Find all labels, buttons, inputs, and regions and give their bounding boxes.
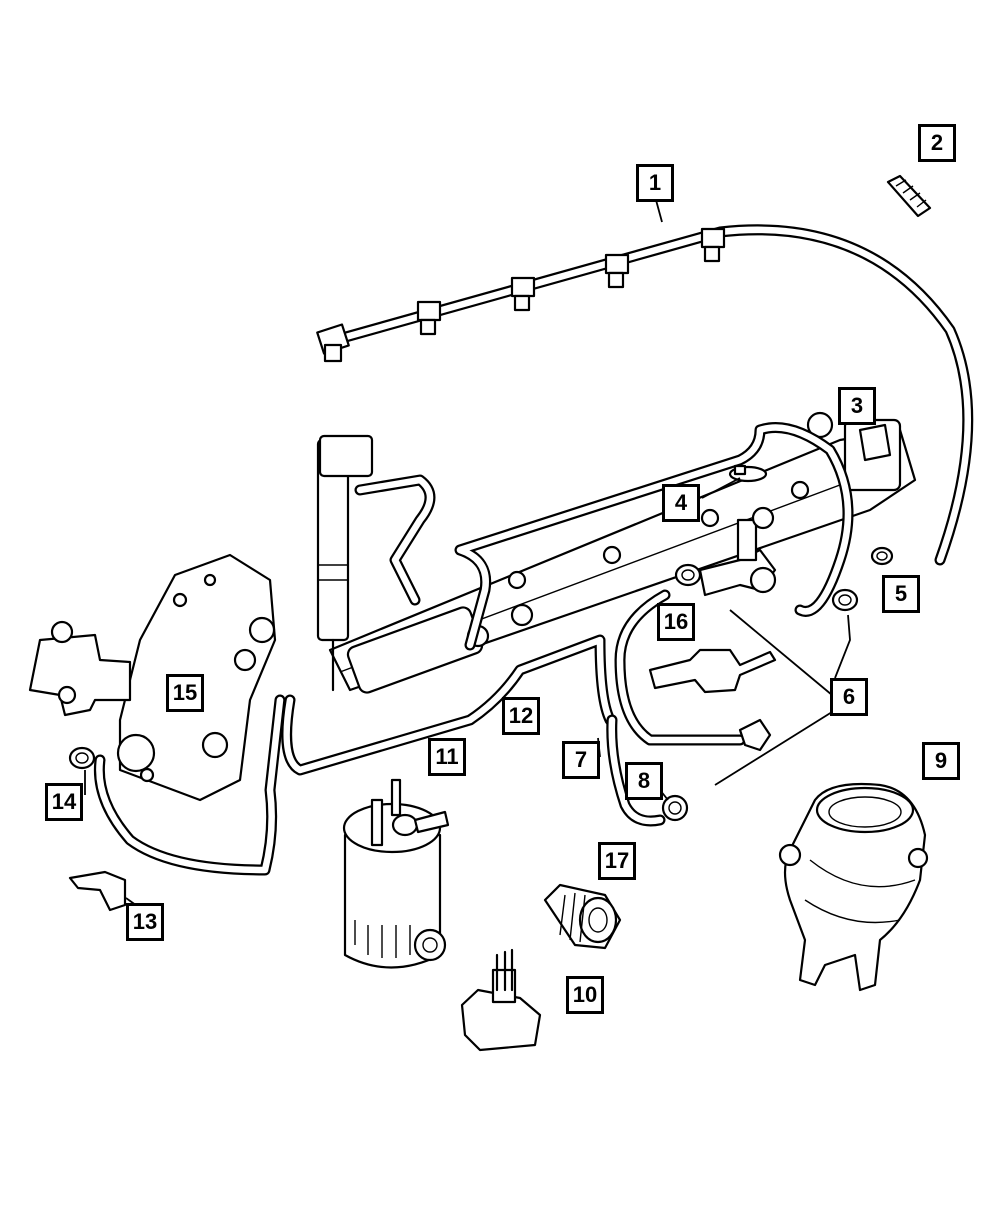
bracket-part-9 [778, 782, 929, 992]
callout-1: 1 [636, 164, 674, 202]
high-pressure-lines [281, 422, 854, 776]
callout-8: 8 [625, 762, 663, 800]
plug-part-2 [886, 174, 932, 218]
callout-2: 2 [918, 124, 956, 162]
callout-10: 10 [566, 976, 604, 1014]
connector-part-17 [543, 883, 622, 950]
callout-16: 16 [657, 603, 695, 641]
hose-part-7 [606, 714, 666, 827]
clamp-part-16 [674, 563, 702, 587]
callout-7: 7 [562, 741, 600, 779]
callout-3: 3 [838, 387, 876, 425]
clamp-part-8 [661, 794, 689, 822]
callout-12: 12 [502, 697, 540, 735]
clip-part-13 [68, 870, 127, 912]
sensor-part-10 [460, 948, 542, 1052]
fuel-filter-part-11 [342, 778, 450, 969]
fitting-part-3 [858, 423, 892, 462]
callout-11: 11 [428, 738, 466, 776]
clamp-right [831, 588, 859, 612]
callout-4: 4 [662, 484, 700, 522]
callout-17: 17 [598, 842, 636, 880]
callout-13: 13 [126, 903, 164, 941]
hose-part-6 [614, 506, 777, 752]
clamp-part-4 [728, 464, 768, 483]
seal-ring-part-5 [870, 546, 894, 566]
callout-6: 6 [830, 678, 868, 716]
callout-9: 9 [922, 742, 960, 780]
callout-15: 15 [166, 674, 204, 712]
callout-14: 14 [45, 783, 83, 821]
leak-off-line-part-1 [316, 224, 974, 566]
high-pressure-pump-part-15 [28, 553, 277, 802]
callout-5: 5 [882, 575, 920, 613]
injector [316, 434, 374, 692]
return-line [93, 694, 286, 876]
clamp-part-14 [68, 746, 96, 770]
